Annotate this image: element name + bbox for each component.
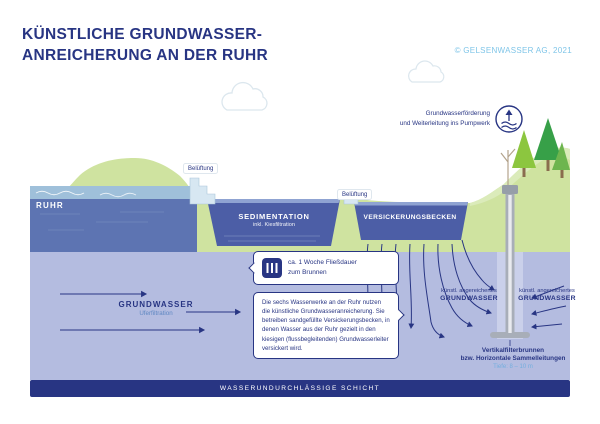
- sedimentation-subtitle: inkl. Kiesfiltration: [253, 222, 295, 228]
- well-label: Vertikalfilterbrunnen bzw. Horizontale S…: [452, 347, 574, 370]
- groundwater-title: GRUNDWASSER: [118, 300, 194, 309]
- groundwater-subtitle: Uferfiltration: [139, 310, 173, 317]
- river-water: [30, 186, 197, 252]
- enriched-groundwater-label-left: künstl. angereichertes GRUNDWASSER: [433, 288, 505, 302]
- infiltration-basin-label: VERSICKERUNGSBECKEN: [363, 214, 457, 221]
- page-title: KÜNSTLICHE GRUNDWASSER- ANREICHERUNG AN …: [22, 25, 268, 67]
- flow-duration-line1: ca. 1 Woche Fließdauer: [288, 259, 357, 267]
- weir-cascade: [189, 177, 216, 205]
- enriched-right-line2: GRUNDWASSER: [518, 295, 576, 302]
- flow-duration-line2: zum Brunnen: [288, 269, 327, 276]
- groundwater-label: GRUNDWASSER Uferfiltration: [96, 300, 216, 317]
- impermeable-layer-band: WASSERUNDURCHLÄSSIGE SCHICHT: [30, 380, 570, 397]
- enriched-groundwater-label-right: künstl. angereichertes GRUNDWASSER: [515, 288, 579, 302]
- aeration-label-1: Belüftung: [183, 163, 219, 174]
- info-callout: Die sechs Wasserwerke an der Ruhr nutzen…: [253, 292, 405, 359]
- title-line1: KÜNSTLICHE GRUNDWASSER-: [22, 26, 263, 44]
- aeration-label-2: Belüftung: [337, 189, 373, 200]
- vertical-filter-well: [490, 185, 530, 346]
- flow-duration-callout: ca. 1 Woche Fließdauer zum Brunnen: [247, 251, 399, 285]
- cloud-icon: [221, 81, 268, 111]
- well-label-line1: Vertikalfilterbrunnen: [481, 347, 545, 354]
- river-label: RUHR: [36, 201, 64, 210]
- sedimentation-label: SEDIMENTATION inkl. Kiesfiltration: [213, 212, 335, 228]
- sedimentation-basin: [207, 199, 340, 246]
- pine-tree-icon: [534, 118, 562, 171]
- pump-label-line1: Grundwasserförderung: [425, 110, 490, 117]
- cloud-icon: [408, 60, 445, 83]
- info-callout-text: Die sechs Wasserwerke an der Ruhr nutzen…: [262, 299, 390, 352]
- pump-icon: [495, 105, 523, 133]
- bare-tree-icon: [500, 148, 516, 188]
- well-depth: Tiefe: 8 – 10 m: [493, 364, 533, 370]
- sedimentation-title: SEDIMENTATION: [238, 212, 310, 221]
- right-flow-arrows: [531, 285, 567, 330]
- title-line2: ANREICHERUNG AN DER RUHR: [22, 47, 269, 65]
- enriched-left-line1: künstl. angereichertes: [441, 288, 497, 294]
- pump-label-line2: und Weiterleitung ins Pumpwerk: [399, 119, 490, 127]
- pine-tree-icon: [512, 130, 536, 177]
- enriched-left-line2: GRUNDWASSER: [440, 295, 498, 302]
- enriched-right-line1: künstl. angereichertes: [519, 288, 575, 294]
- pine-tree-icon: [552, 142, 570, 178]
- copyright-note: © GELSENWASSER AG, 2021: [454, 46, 572, 55]
- well-label-line2: bzw. Horizontale Sammelleitungen: [460, 355, 566, 362]
- infiltration-basin-water: [354, 202, 468, 240]
- groundwater-flow-arrows: [60, 290, 242, 334]
- hill-highlight: [470, 147, 570, 206]
- pump-callout-label: Grundwasserförderung und Weiterleitung i…: [396, 109, 490, 129]
- well-screen-icon: [262, 258, 282, 278]
- flow-duration-text: ca. 1 Woche Fließdauer zum Brunnen: [288, 258, 357, 278]
